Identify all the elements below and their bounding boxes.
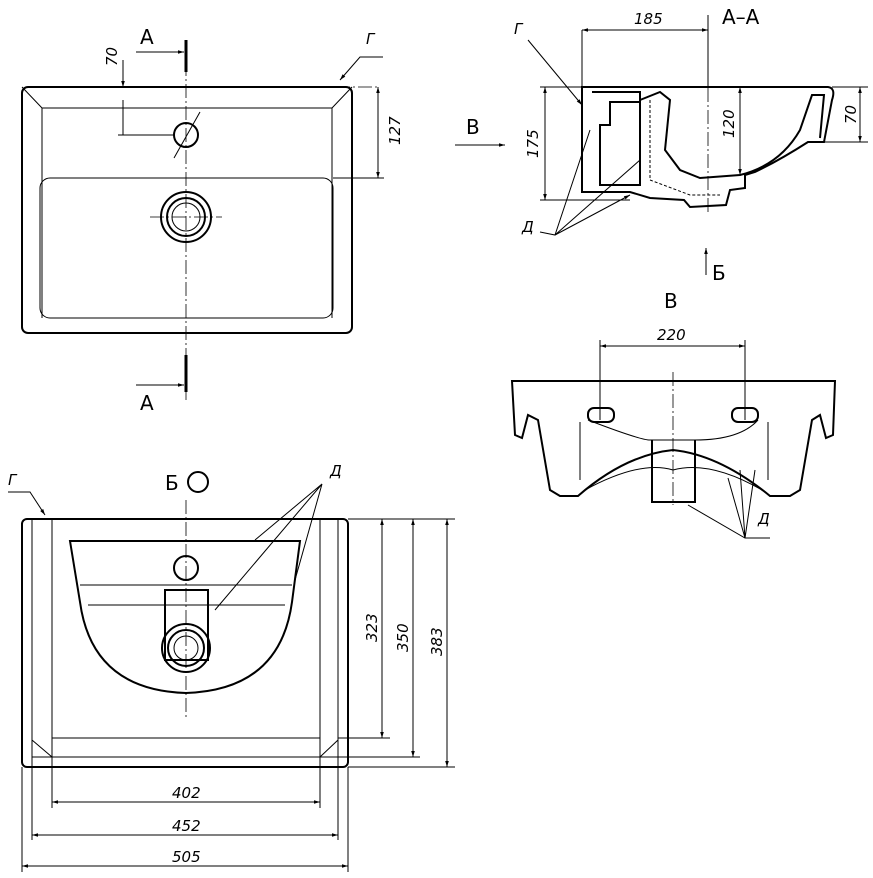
bottom-view: Б Г Д 323 350 383 402 xyxy=(8,462,455,872)
section-label-top: А xyxy=(140,25,154,49)
dim-185: 185 xyxy=(634,10,663,28)
edge-mark-g: Г xyxy=(366,30,376,48)
dim-120: 120 xyxy=(720,109,738,138)
dim-402: 402 xyxy=(172,784,201,802)
section-view: А–А 185 Г 175 120 70 В Д Б xyxy=(455,5,868,285)
dim-70-rim: 70 xyxy=(842,105,860,124)
section-label-bottom: А xyxy=(140,391,154,415)
view-arrow-b-label: В xyxy=(466,115,480,139)
edge-mark-g3: Г xyxy=(8,471,18,489)
bottom-title: Б xyxy=(165,471,179,495)
surface-mark-d3: Д xyxy=(329,462,342,480)
surface-mark-d2: Д xyxy=(757,510,770,528)
front-view: В 220 Д xyxy=(510,289,837,539)
dim-323: 323 xyxy=(363,613,381,642)
front-title: В xyxy=(664,289,678,313)
dim-452: 452 xyxy=(172,817,201,835)
dim-220: 220 xyxy=(657,326,686,344)
dim-70: 70 xyxy=(103,47,121,66)
section-title: А–А xyxy=(722,5,760,29)
bevel-lines xyxy=(21,86,353,318)
rotation-icon xyxy=(187,471,209,493)
edge-mark-g2: Г xyxy=(514,20,524,38)
bowl-underside xyxy=(68,540,302,695)
dim-175: 175 xyxy=(524,129,542,158)
dim-383: 383 xyxy=(428,627,446,656)
top-view: А А 70 127 Г xyxy=(21,25,404,415)
view-arrow-bb-label: Б xyxy=(712,261,726,285)
front-outline xyxy=(510,380,837,497)
dim-350: 350 xyxy=(394,623,412,652)
surface-mark-d: Д xyxy=(521,218,534,236)
bowl-outline xyxy=(39,177,334,319)
dim-127: 127 xyxy=(386,116,404,145)
dim-505: 505 xyxy=(172,848,201,866)
bottom-outline xyxy=(21,518,349,768)
